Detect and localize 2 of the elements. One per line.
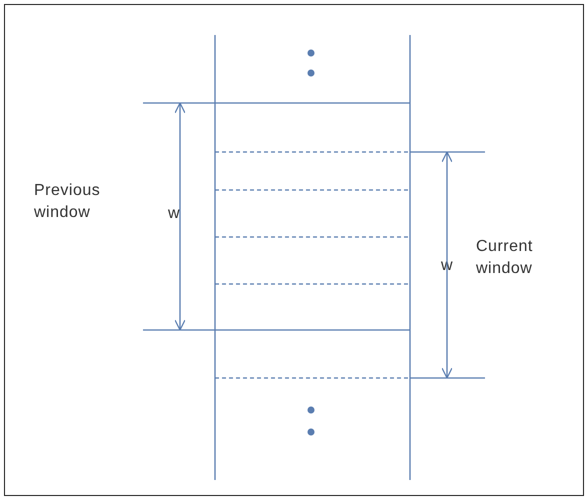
- window-label: Current window: [476, 237, 534, 279]
- window-label: Previous window: [34, 181, 102, 223]
